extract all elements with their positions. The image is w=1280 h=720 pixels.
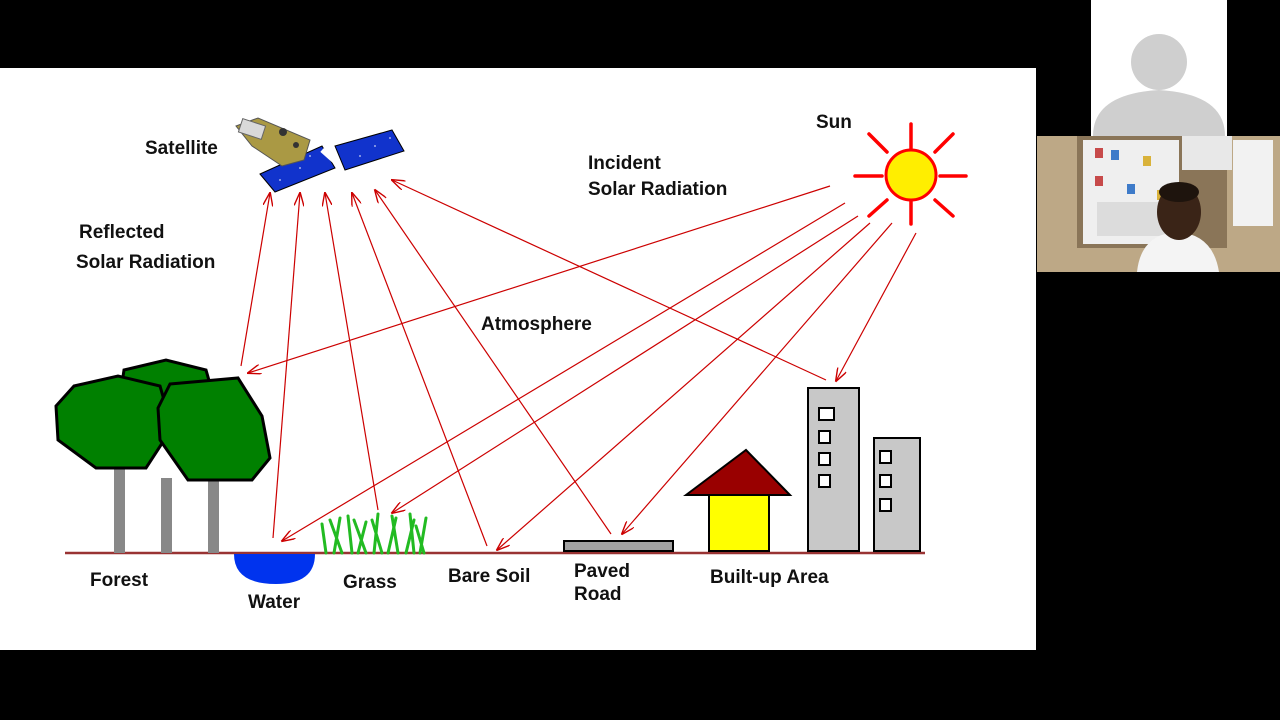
- satellite-icon: [235, 117, 405, 193]
- label-paved-1: Paved: [574, 561, 630, 582]
- water-icon: [234, 554, 315, 584]
- reflected-ray-road: [375, 190, 612, 535]
- incident-ray-water: [282, 202, 846, 541]
- label-atmosphere: Atmosphere: [481, 314, 592, 335]
- participant-video-feed: [1037, 136, 1280, 272]
- reflected-rays: [240, 180, 827, 547]
- label-reflected-2: Solar Radiation: [76, 252, 216, 273]
- remote-sensing-diagram: [54, 117, 968, 584]
- short-building-icon: [873, 437, 921, 552]
- tall-building-icon: [807, 387, 860, 552]
- label-bare-soil: Bare Soil: [448, 566, 531, 587]
- incident-ray-grass: [392, 215, 859, 513]
- reflected-ray-water: [272, 193, 300, 539]
- participant-video-tile[interactable]: [1037, 136, 1280, 272]
- label-built-up: Built-up Area: [710, 567, 829, 588]
- reflected-ray-soil: [352, 193, 488, 547]
- incident-ray-building: [836, 232, 917, 381]
- label-reflected-1: Reflected: [79, 222, 165, 243]
- label-sun: Sun: [816, 112, 852, 133]
- reflected-ray-building: [392, 180, 827, 381]
- label-grass: Grass: [343, 572, 397, 593]
- incident-ray-soil: [497, 222, 871, 550]
- incident-ray-forest: [248, 185, 831, 373]
- grass-icon: [320, 512, 428, 555]
- sun-icon: [853, 122, 968, 226]
- label-incident-2: Solar Radiation: [588, 179, 728, 200]
- label-incident-1: Incident: [588, 153, 661, 174]
- reflected-ray-grass: [325, 193, 379, 511]
- incident-ray-road: [622, 222, 893, 534]
- label-paved-2: Road: [574, 584, 622, 605]
- label-satellite: Satellite: [145, 138, 218, 159]
- paved-road-icon: [563, 540, 674, 552]
- house-icon: [683, 448, 793, 552]
- person-silhouette-icon: [1093, 34, 1225, 136]
- forest-trees-icon: [54, 358, 272, 553]
- label-water: Water: [248, 592, 301, 613]
- participant-avatar-tile[interactable]: [1091, 0, 1227, 136]
- label-forest: Forest: [90, 570, 149, 591]
- shared-slide: Satellite Sun Incident Solar Radiation R…: [0, 68, 1036, 650]
- incident-rays: [248, 185, 917, 550]
- reflected-ray-forest: [240, 193, 270, 367]
